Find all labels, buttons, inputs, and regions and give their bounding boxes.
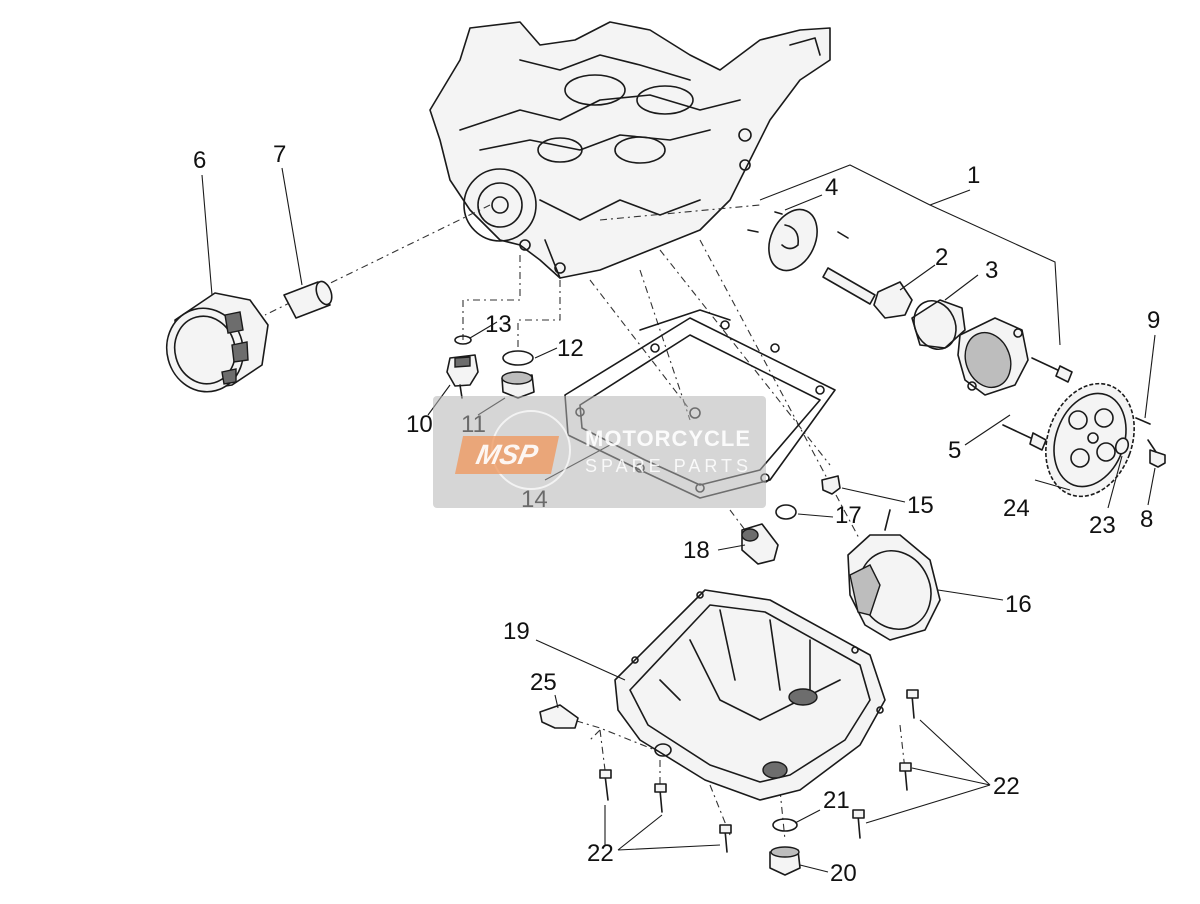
watermark-badge: MSP (454, 436, 560, 474)
callout-8: 8 (1140, 506, 1153, 533)
pump-bolts (1002, 357, 1073, 451)
callout-6: 6 (193, 147, 206, 174)
callout-3: 3 (985, 257, 998, 284)
oil-pickup (847, 509, 941, 641)
watermark: MSP MOTORCYCLE SPARE PARTS (433, 396, 766, 508)
oil-filter (165, 292, 269, 393)
callout-21: 21 (823, 787, 850, 814)
callout-1: 1 (967, 162, 980, 189)
callout-2: 2 (935, 244, 948, 271)
assembly-lines (264, 204, 906, 841)
sump-screws (599, 689, 919, 853)
callout-22-left: 22 (587, 840, 614, 867)
callout-16: 16 (1005, 591, 1032, 618)
small-hardware (1114, 417, 1166, 468)
crankcase (429, 21, 831, 279)
callout-20: 20 (830, 860, 857, 887)
sump-bolt-25 (539, 704, 579, 729)
pump-gear (1045, 382, 1135, 498)
callout-23: 23 (1089, 512, 1116, 539)
oil-sump (614, 589, 886, 801)
sump-drain-plug (769, 818, 801, 876)
callout-24: 24 (1003, 495, 1030, 522)
drain-plug (501, 350, 535, 399)
callout-19: 19 (503, 618, 530, 645)
watermark-name: MOTORCYCLE (585, 426, 752, 451)
callout-10: 10 (406, 411, 433, 438)
callout-13: 13 (485, 311, 512, 338)
callout-5: 5 (948, 437, 961, 464)
callout-7: 7 (273, 141, 286, 168)
callout-4: 4 (825, 174, 838, 201)
oil-pump-assembly (747, 208, 1029, 396)
callout-9: 9 (1147, 307, 1160, 334)
pressure-switch (446, 335, 479, 399)
callout-22-right: 22 (993, 773, 1020, 800)
callout-12: 12 (557, 335, 584, 362)
callout-numbers: 6 7 1 4 2 3 9 13 12 10 11 5 14 15 24 23 … (193, 141, 1160, 887)
callout-17: 17 (835, 502, 862, 529)
watermark-tagline: SPARE PARTS (585, 456, 753, 476)
pickup-hardware (741, 475, 841, 565)
callout-15: 15 (907, 492, 934, 519)
filter-nipple (283, 280, 333, 319)
callout-25: 25 (530, 669, 557, 696)
callout-18: 18 (683, 537, 710, 564)
